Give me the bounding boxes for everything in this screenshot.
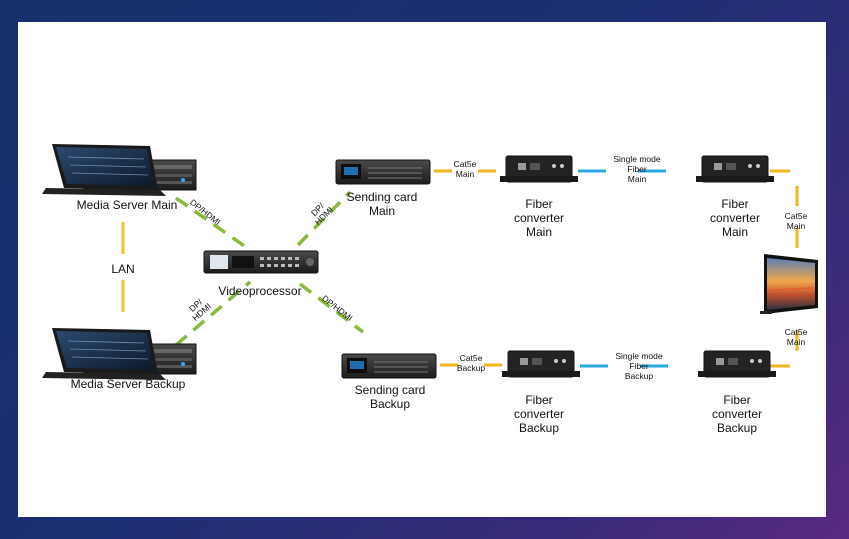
cat5e-line-to-display-backup: [770, 312, 799, 368]
dp-hdmi-line-sending-main: [296, 190, 352, 247]
label-fiber-converter-main: Fiber converter Main: [513, 197, 565, 239]
dp-hdmi-line-sending-backup: [298, 282, 365, 334]
dp-hdmi-line-server-main: [174, 196, 252, 252]
fiber-converter-backup-2-icon: [698, 350, 776, 378]
label-videoprocessor: Videoprocessor: [218, 284, 302, 298]
label-cat5e-display-main: Cat5e Main: [784, 211, 808, 231]
media-server-main-icon: [42, 144, 197, 196]
sending-card-main-icon: [335, 159, 431, 185]
media-server-backup-icon: [42, 328, 197, 380]
sending-card-backup-icon: [341, 353, 437, 379]
label-lan: LAN: [111, 262, 135, 276]
display-icon: [760, 254, 818, 314]
dp-hdmi-line-server-backup: [174, 280, 252, 347]
videoprocessor-icon: [203, 250, 319, 274]
network-diagram: [42, 144, 818, 380]
label-fiber-converter-backup: Fiber converter Backup: [513, 393, 565, 435]
fiber-converter-main-icon: [500, 155, 578, 183]
connections: [121, 169, 799, 368]
label-sending-card-backup: Sending card Backup: [354, 383, 426, 411]
label-media-server-main: Media Server Main: [76, 198, 178, 212]
label-cat5e-display-backup: Cat5e Main: [784, 327, 808, 347]
label-media-server-backup: Media Server Backup: [70, 377, 186, 391]
cat5e-line-to-display-main: [770, 169, 799, 250]
label-cat5e-backup: Cat5e Backup: [456, 353, 486, 373]
fiber-converter-main-2-icon: [696, 155, 774, 183]
fiber-converter-backup-icon: [502, 350, 580, 378]
diagram-frame: Media Server Main Media Server Backup LA…: [18, 22, 826, 517]
label-single-mode-fiber-backup: Single mode Fiber Backup: [615, 351, 663, 381]
label-sending-card-main: Sending card Main: [346, 190, 418, 218]
label-fiber-converter-backup-2: Fiber converter Backup: [711, 393, 763, 435]
label-fiber-converter-main-2: Fiber converter Main: [709, 197, 761, 239]
label-single-mode-fiber-main: Single mode Fiber Main: [613, 154, 661, 184]
label-cat5e-main: Cat5e Main: [453, 159, 477, 179]
